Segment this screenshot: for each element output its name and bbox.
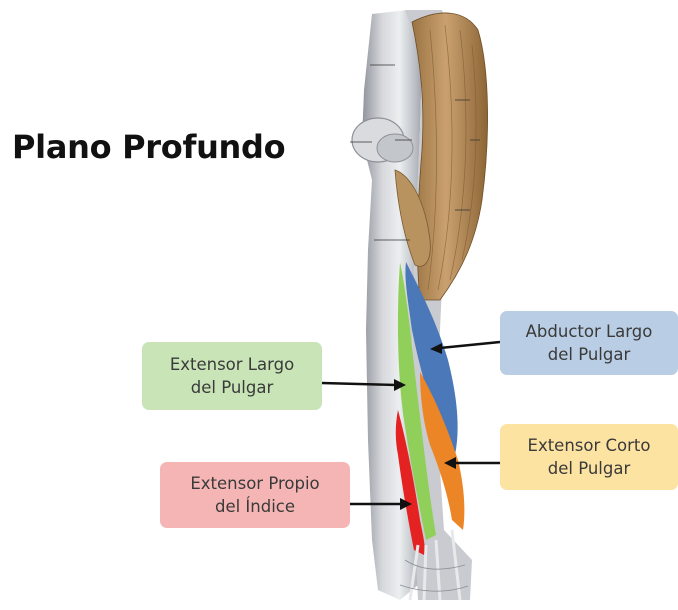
label-line-1: Extensor Corto (528, 434, 651, 457)
page-title: Plano Profundo (12, 128, 285, 166)
label-extensor-propio-del-indice: Extensor Propio del Índice (160, 462, 350, 528)
label-line-2: del Pulgar (548, 343, 631, 366)
label-extensor-corto-del-pulgar: Extensor Corto del Pulgar (500, 424, 678, 490)
label-line-2: del Pulgar (548, 457, 631, 480)
arrow-abductor-largo (430, 342, 500, 354)
label-abductor-largo-del-pulgar: Abductor Largo del Pulgar (500, 311, 678, 375)
label-line-1: Abductor Largo (526, 320, 653, 343)
label-line-2: del Índice (215, 495, 295, 518)
label-line-1: Extensor Largo (170, 353, 294, 376)
label-line-2: del Pulgar (191, 376, 274, 399)
label-extensor-largo-del-pulgar: Extensor Largo del Pulgar (142, 342, 322, 410)
olecranon (377, 134, 413, 162)
label-line-1: Extensor Propio (190, 472, 319, 495)
